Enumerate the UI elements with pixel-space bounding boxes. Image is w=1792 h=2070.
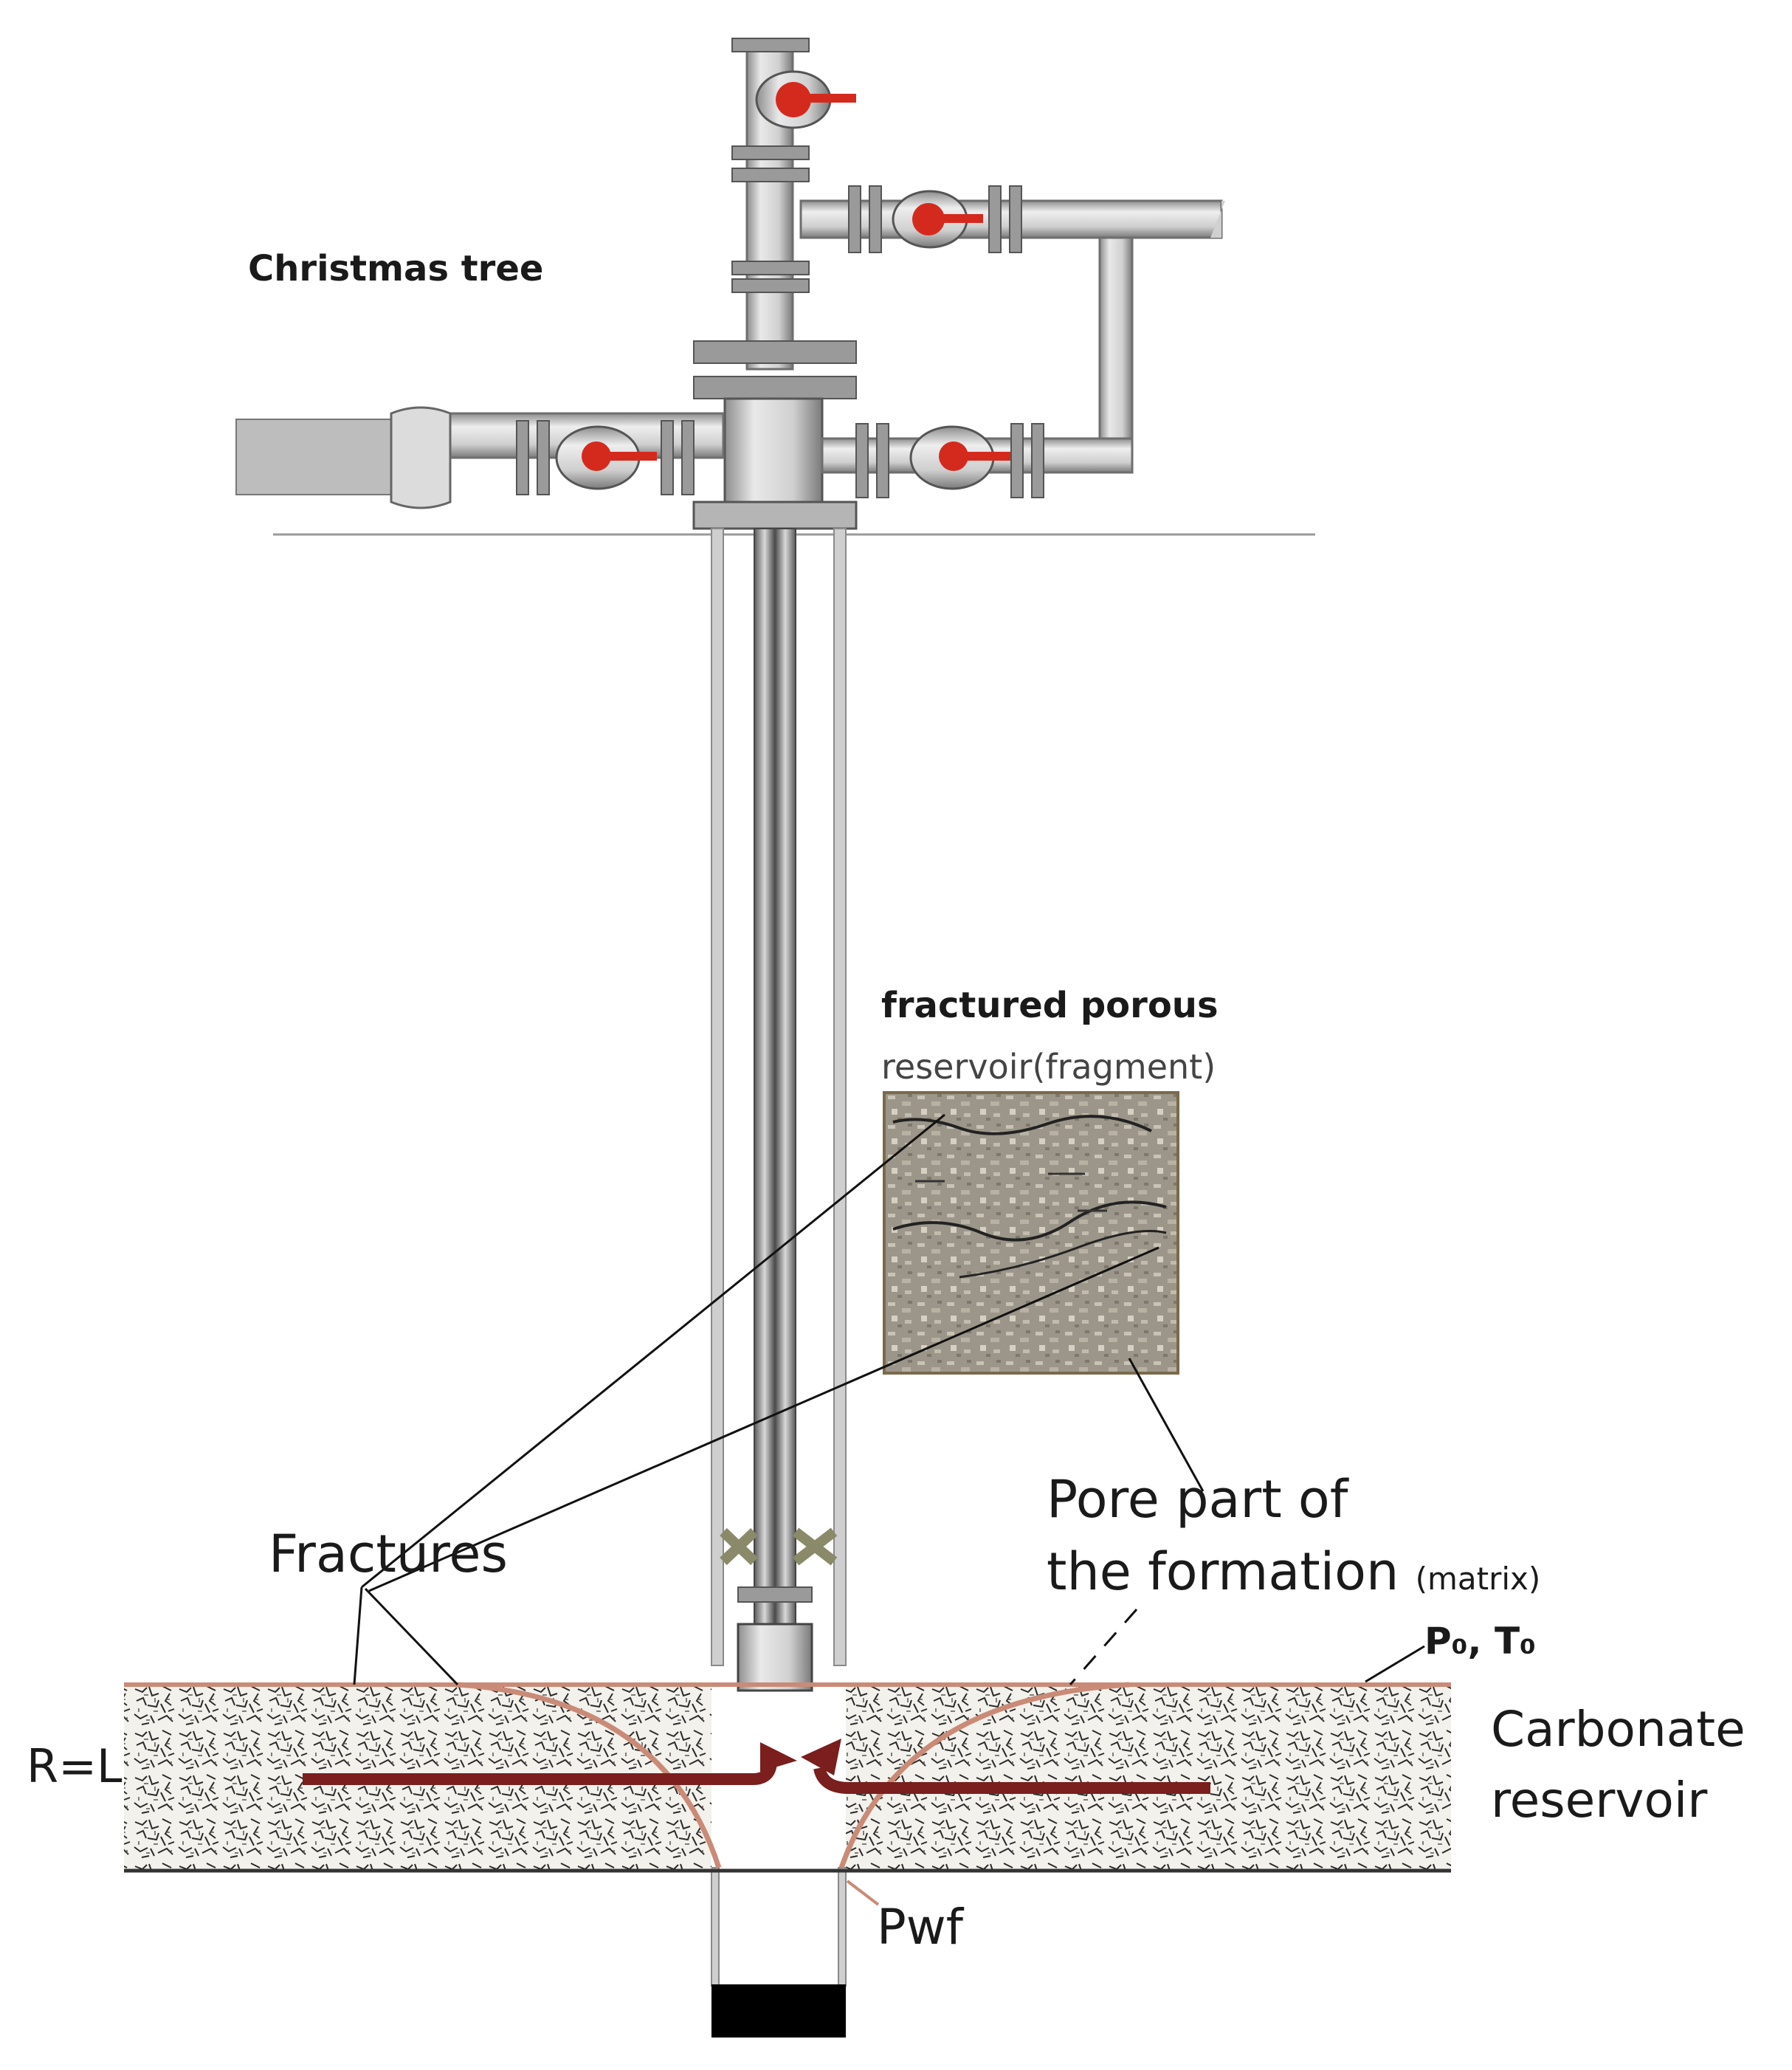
casing-right-wall — [833, 528, 847, 1666]
pwf-label: Pwf — [877, 1899, 964, 1956]
carbonate-rock-right — [846, 1685, 1451, 1869]
wellhead-body — [723, 397, 824, 503]
casing-left-wall — [711, 528, 724, 1666]
well-bottom-plug — [711, 1984, 846, 2038]
fractures-label: Fractures — [269, 1524, 508, 1584]
drainage-boundary-left — [457, 1682, 722, 1869]
r-equals-l-label: R=L — [27, 1739, 123, 1793]
fractured-reservoir-word: reservoir — [881, 1047, 1033, 1087]
fractured-reservoir-label-line2: reservoir(fragment) — [881, 1050, 1216, 1084]
carbonate-label-line1: Carbonate — [1491, 1701, 1746, 1758]
packer — [720, 1527, 838, 1566]
production-tubing — [754, 528, 796, 1637]
matrix-note: (matrix) — [1415, 1561, 1541, 1597]
p0-t0-label: P₀, T₀ — [1424, 1620, 1536, 1662]
open-hole-left — [711, 1867, 720, 1987]
pore-part-label-line2: the formation (matrix) — [1047, 1546, 1540, 1598]
fractured-reservoir-label-line1: fractured porous — [881, 985, 1219, 1026]
open-hole-right — [838, 1867, 847, 1987]
fragment-note: (fragment) — [1032, 1047, 1216, 1087]
return-pipe — [1098, 236, 1134, 453]
tubing-tail — [737, 1623, 813, 1692]
carbonate-label-line2: reservoir — [1491, 1772, 1708, 1829]
left-side-line — [235, 419, 399, 495]
flow-arrow-right — [813, 1766, 1210, 1794]
drainage-boundary-right — [838, 1682, 1130, 1869]
christmas-tree-label: Christmas tree — [248, 248, 544, 289]
pore-part-label-line1: Pore part of — [1047, 1469, 1348, 1530]
formation-words: the formation — [1047, 1541, 1399, 1602]
